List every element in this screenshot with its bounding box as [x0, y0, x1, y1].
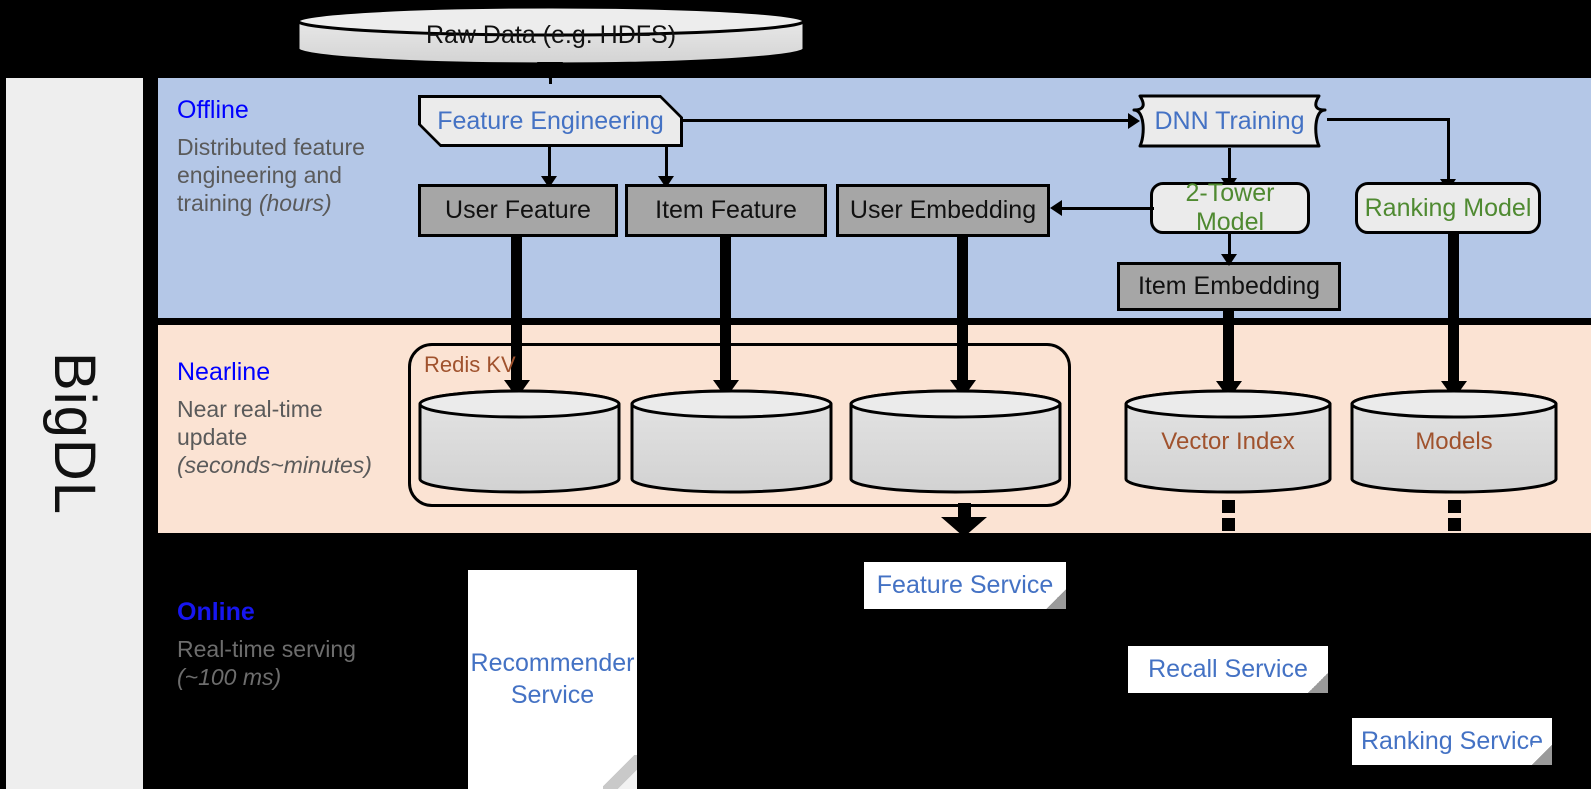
arrow-fe-dnn-line [683, 119, 1131, 122]
models-label: Models [1415, 427, 1493, 455]
ranking-service-label: Ranking Service [1360, 726, 1544, 755]
recall-service-doc[interactable]: Recall Service [1128, 646, 1328, 693]
feature-service-label: Feature Service [876, 570, 1054, 599]
arrow-fe-userfeature-line [548, 147, 551, 178]
pipe-feature-service-head [941, 517, 987, 537]
ranking-model-label: Ranking Model [1364, 193, 1532, 222]
item-feature-label: Item Feature [655, 196, 797, 224]
pipe-vector-index-stub-1 [1222, 500, 1235, 513]
online-desc-italic: (~100 ms) [177, 664, 282, 691]
store-cylinder-2[interactable] [630, 389, 833, 494]
arrow-dnn-ranking-v [1447, 118, 1450, 182]
two-tower-model-box[interactable]: 2-Tower Model [1150, 179, 1310, 236]
bigdl-sidebar: BigDL [6, 78, 143, 789]
recommender-service-doc[interactable]: Recommender Service [468, 570, 637, 789]
pipe-item-embedding [1223, 311, 1234, 386]
nearline-desc-italic: (seconds~minutes) [177, 452, 372, 479]
models-cylinder[interactable]: Models [1350, 389, 1558, 494]
user-embedding-box[interactable]: User Embedding [836, 184, 1050, 237]
store-cylinder-1-label [418, 389, 621, 494]
raw-data-cylinder: Raw Data (e.g. HDFS) [296, 4, 806, 66]
item-embedding-box[interactable]: Item Embedding [1117, 262, 1341, 311]
user-feature-box[interactable]: User Feature [418, 184, 618, 237]
feature-engineering-inner: Feature Engineering [421, 98, 680, 144]
offline-title: Offline [177, 96, 249, 124]
pipe-models-stub-1 [1448, 500, 1461, 513]
page-fold-icon [1308, 673, 1328, 693]
offline-desc-text: Distributed feature engineering and trai… [177, 134, 365, 217]
store-cylinder-3[interactable] [849, 389, 1062, 494]
redis-kv-label: Redis KV [424, 352, 516, 377]
recommender-service-label: Recommender Service [470, 649, 635, 709]
pipe-feature-service-stub [958, 503, 971, 517]
online-caption: Online Real-time serving (~100 ms) [177, 598, 392, 691]
arrow-rawdata-fe-head [537, 62, 563, 80]
store-cylinder-2-label [630, 389, 833, 494]
dnn-training-label: DNN Training [1154, 106, 1305, 135]
two-tower-model-label: 2-Tower Model [1185, 179, 1275, 236]
ranking-model-box[interactable]: Ranking Model [1355, 182, 1541, 234]
bigdl-label: BigDL [6, 78, 143, 789]
page-fold-icon [1046, 589, 1066, 609]
ranking-service-doc[interactable]: Ranking Service [1352, 718, 1552, 765]
offline-caption: Offline Distributed feature engineering … [177, 96, 392, 217]
pipe-models-stub-2 [1448, 518, 1461, 531]
nearline-desc: Near real-time update (seconds~minutes) [177, 395, 392, 479]
page-fold-icon [603, 755, 637, 789]
vector-index-cylinder[interactable]: Vector Index [1124, 389, 1332, 494]
online-desc: Real-time serving (~100 ms) [177, 635, 392, 691]
pipe-ranking-model [1448, 234, 1459, 386]
pipe-user-feature [511, 237, 522, 385]
feature-engineering-label: Feature Engineering [437, 106, 664, 135]
dnn-training-box[interactable]: DNN Training [1132, 94, 1327, 148]
nearline-desc-text: Near real-time update [177, 396, 323, 451]
recall-service-label: Recall Service [1148, 654, 1308, 683]
pipe-vector-index-stub-2 [1222, 518, 1235, 531]
nearline-caption: Nearline Near real-time update (seconds~… [177, 358, 392, 479]
arrow-fe-dnn-head [1128, 113, 1140, 129]
arrow-twotower-itemembedding-line [1228, 234, 1231, 258]
arrow-twotower-userembedding-head [1050, 200, 1062, 216]
page-fold-icon [1532, 745, 1552, 765]
item-feature-box[interactable]: Item Feature [625, 184, 827, 237]
arrow-dnn-twotower-line [1228, 148, 1231, 181]
arrow-twotower-userembedding-line [1062, 207, 1154, 210]
user-embedding-label: User Embedding [849, 196, 1037, 224]
store-cylinder-3-label [849, 389, 1062, 494]
bigdl-label-text: BigDL [42, 352, 108, 515]
pipe-item-feature [720, 237, 731, 385]
arrow-dnn-ranking-h [1327, 118, 1450, 121]
redis-kv-container [408, 343, 1071, 507]
offline-desc-italic: (hours) [258, 190, 332, 217]
user-feature-label: User Feature [445, 196, 591, 224]
arrow-twotower-itemembedding-head [1221, 254, 1237, 266]
feature-service-doc[interactable]: Feature Service [864, 562, 1066, 609]
item-embedding-label: Item Embedding [1137, 272, 1321, 300]
pipe-user-embedding [957, 237, 968, 385]
offline-desc: Distributed feature engineering and trai… [177, 133, 392, 217]
online-title: Online [177, 598, 255, 626]
online-desc-text: Real-time serving [177, 636, 356, 662]
vector-index-label: Vector Index [1161, 427, 1295, 455]
raw-data-label: Raw Data (e.g. HDFS) [425, 20, 677, 49]
store-cylinder-1[interactable] [418, 389, 621, 494]
nearline-title: Nearline [177, 358, 271, 386]
feature-engineering-box[interactable]: Feature Engineering [418, 95, 683, 147]
arrow-fe-itemfeature-line [665, 147, 668, 178]
